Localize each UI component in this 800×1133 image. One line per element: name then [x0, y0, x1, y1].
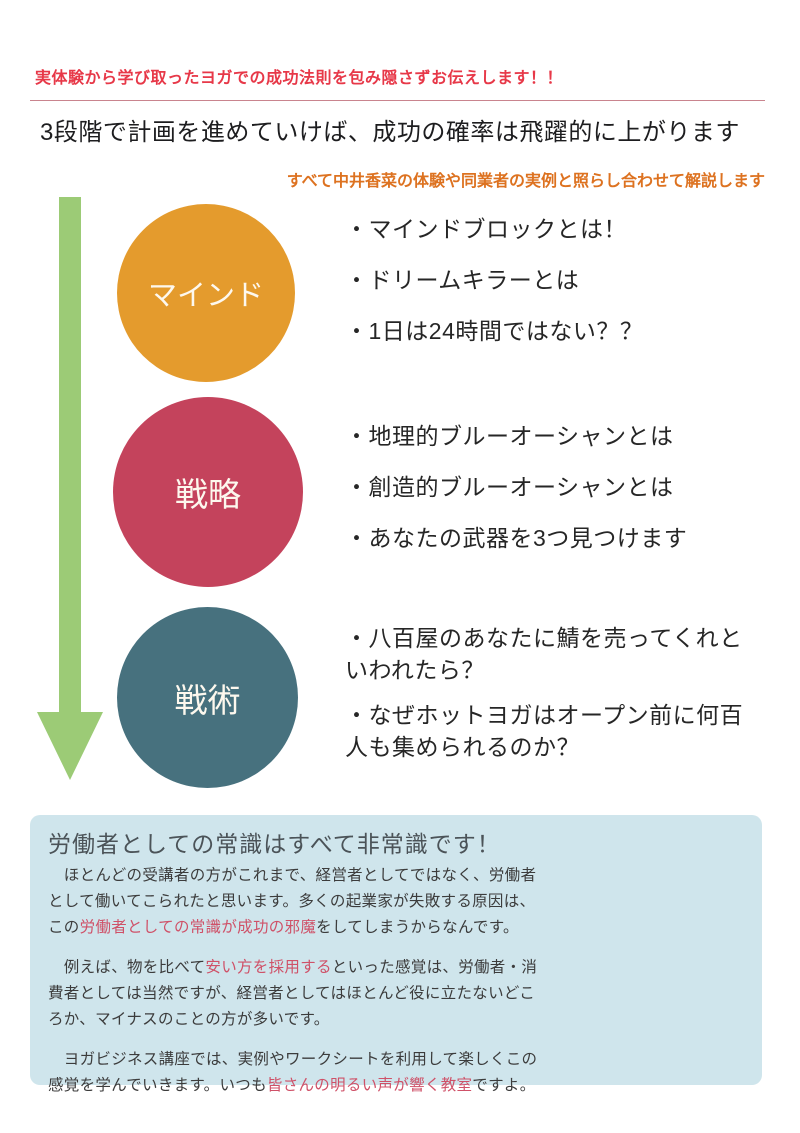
panel-paragraph: 例えば、物を比べて安い方を採用するといった感覚は、労働者・消費者としては当然です… — [48, 959, 538, 1028]
panel-heading: 労働者としての常識はすべて非常識です！ — [48, 831, 501, 857]
step-circle-tactics: 戦術 — [117, 607, 298, 788]
list-item: ・ドリームキラーとは — [345, 267, 580, 293]
list-item: ・1日は24時間ではない？？ — [345, 318, 644, 344]
panel-body-text: ほとんどの受講者の方がこれまで、経営者としてではなく、労働者として働いてこられた… — [48, 863, 540, 1113]
step-circle-mind: マインド — [117, 204, 295, 382]
panel-paragraph: ほとんどの受講者の方がこれまで、経営者としてではなく、労働者として働いてこられた… — [48, 867, 537, 936]
strategy-points-list: ・地理的ブルーオーシャンとは ・創造的ブルーオーシャンとは ・あなたの武器を3つ… — [345, 420, 765, 573]
down-arrow-head-icon — [37, 712, 103, 780]
step-circle-tactics-label: 戦術 — [174, 681, 241, 719]
step-circle-strategy: 戦略 — [113, 397, 303, 587]
tagline-text: 実体験から学び取ったヨガでの成功法則を包み隠さずお伝えします！！ — [35, 70, 564, 87]
down-arrow-shaft — [59, 197, 81, 713]
tagline-underline — [30, 100, 765, 101]
panel-paragraph: ヨガビジネス講座では、実例やワークシートを利用して楽しくこの感覚を学んでいきます… — [48, 1051, 538, 1094]
list-item: ・八百屋のあなたに鯖を売ってくれといわれたら？ — [345, 625, 743, 683]
list-item: ・マインドブロックとは！ — [345, 216, 627, 242]
step-circle-mind-label: マインド — [147, 280, 264, 312]
mind-points-list: ・マインドブロックとは！ ・ドリームキラーとは ・1日は24時間ではない？？ — [345, 213, 765, 366]
step-circle-strategy-label: 戦略 — [175, 476, 241, 513]
list-item: ・創造的ブルーオーシャンとは — [345, 474, 674, 500]
list-item: ・あなたの武器を3つ見つけます — [345, 525, 688, 551]
list-item: ・地理的ブルーオーシャンとは — [345, 423, 674, 449]
subtitle-text: すべて中井香菜の体験や同業者の実例と照らし合わせて解説します — [286, 173, 765, 190]
list-item: ・なぜホットヨガはオープン前に何百人も集められるのか？ — [345, 702, 744, 760]
worker-common-sense-panel: 労働者としての常識はすべて非常識です！ ほとんどの受講者の方がこれまで、経営者と… — [30, 815, 762, 1094]
page-title: 3段階で計画を進めていけば、成功の確率は飛躍的に上がります — [40, 119, 740, 146]
tactics-points-list: ・八百屋のあなたに鯖を売ってくれといわれたら？ ・なぜホットヨガはオープン前に何… — [345, 622, 747, 776]
